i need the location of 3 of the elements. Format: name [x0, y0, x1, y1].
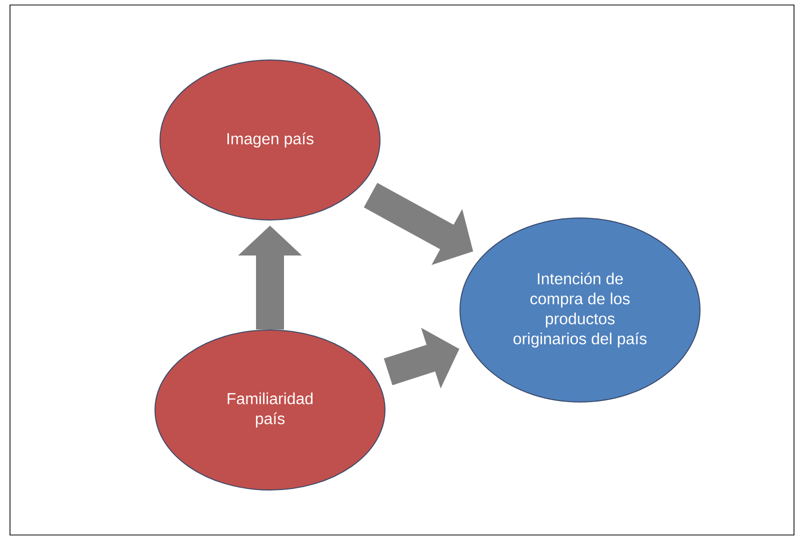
ellipse-node: Intención de compra de los productos originarios del país: [460, 218, 700, 402]
ellipse-node: Imagen país: [160, 60, 380, 220]
ellipse-node: Familiaridad país: [154, 329, 386, 490]
